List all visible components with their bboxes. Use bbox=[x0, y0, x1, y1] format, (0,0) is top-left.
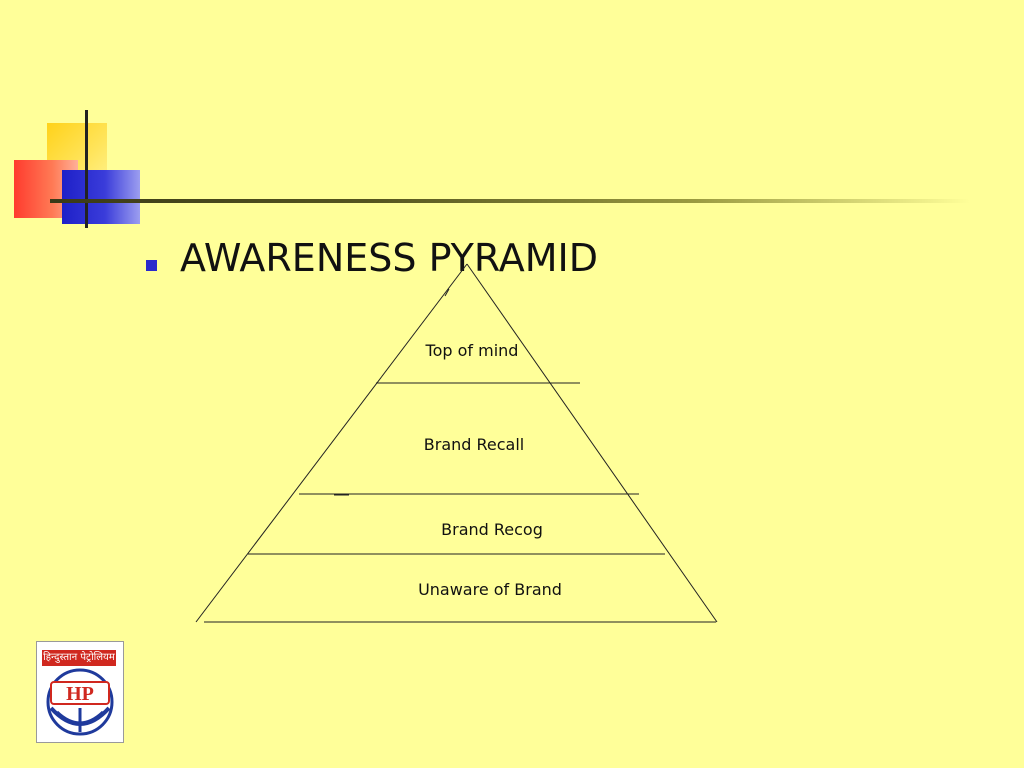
logo-mark-text: HP bbox=[66, 683, 94, 705]
pyramid-level-unaware: Unaware of Brand bbox=[418, 580, 562, 599]
pyramid-apex-mark bbox=[444, 288, 450, 297]
logo-banner: हिन्दुस्तान पेट्रोलियम bbox=[42, 650, 116, 666]
decor-blue-square bbox=[62, 170, 140, 224]
hp-logo-icon: हिन्दुस्तान पेट्रोलियम HP bbox=[36, 641, 124, 743]
pyramid-level-top-of-mind: Top of mind bbox=[425, 341, 519, 360]
hp-logo-mark: HP bbox=[46, 668, 114, 736]
pyramid-level-brand-recall: Brand Recall bbox=[423, 435, 525, 454]
decor-vertical-line bbox=[85, 110, 88, 228]
pyramid-right-edge bbox=[466, 263, 718, 623]
pyramid-left-edge bbox=[195, 263, 468, 623]
square-bullet-icon bbox=[146, 260, 157, 271]
pyramid-level-brand-recog: Brand Recog bbox=[441, 520, 543, 539]
decor-horizontal-rule bbox=[50, 199, 970, 203]
slide-title: AWARENESS PYRAMID bbox=[180, 236, 598, 280]
